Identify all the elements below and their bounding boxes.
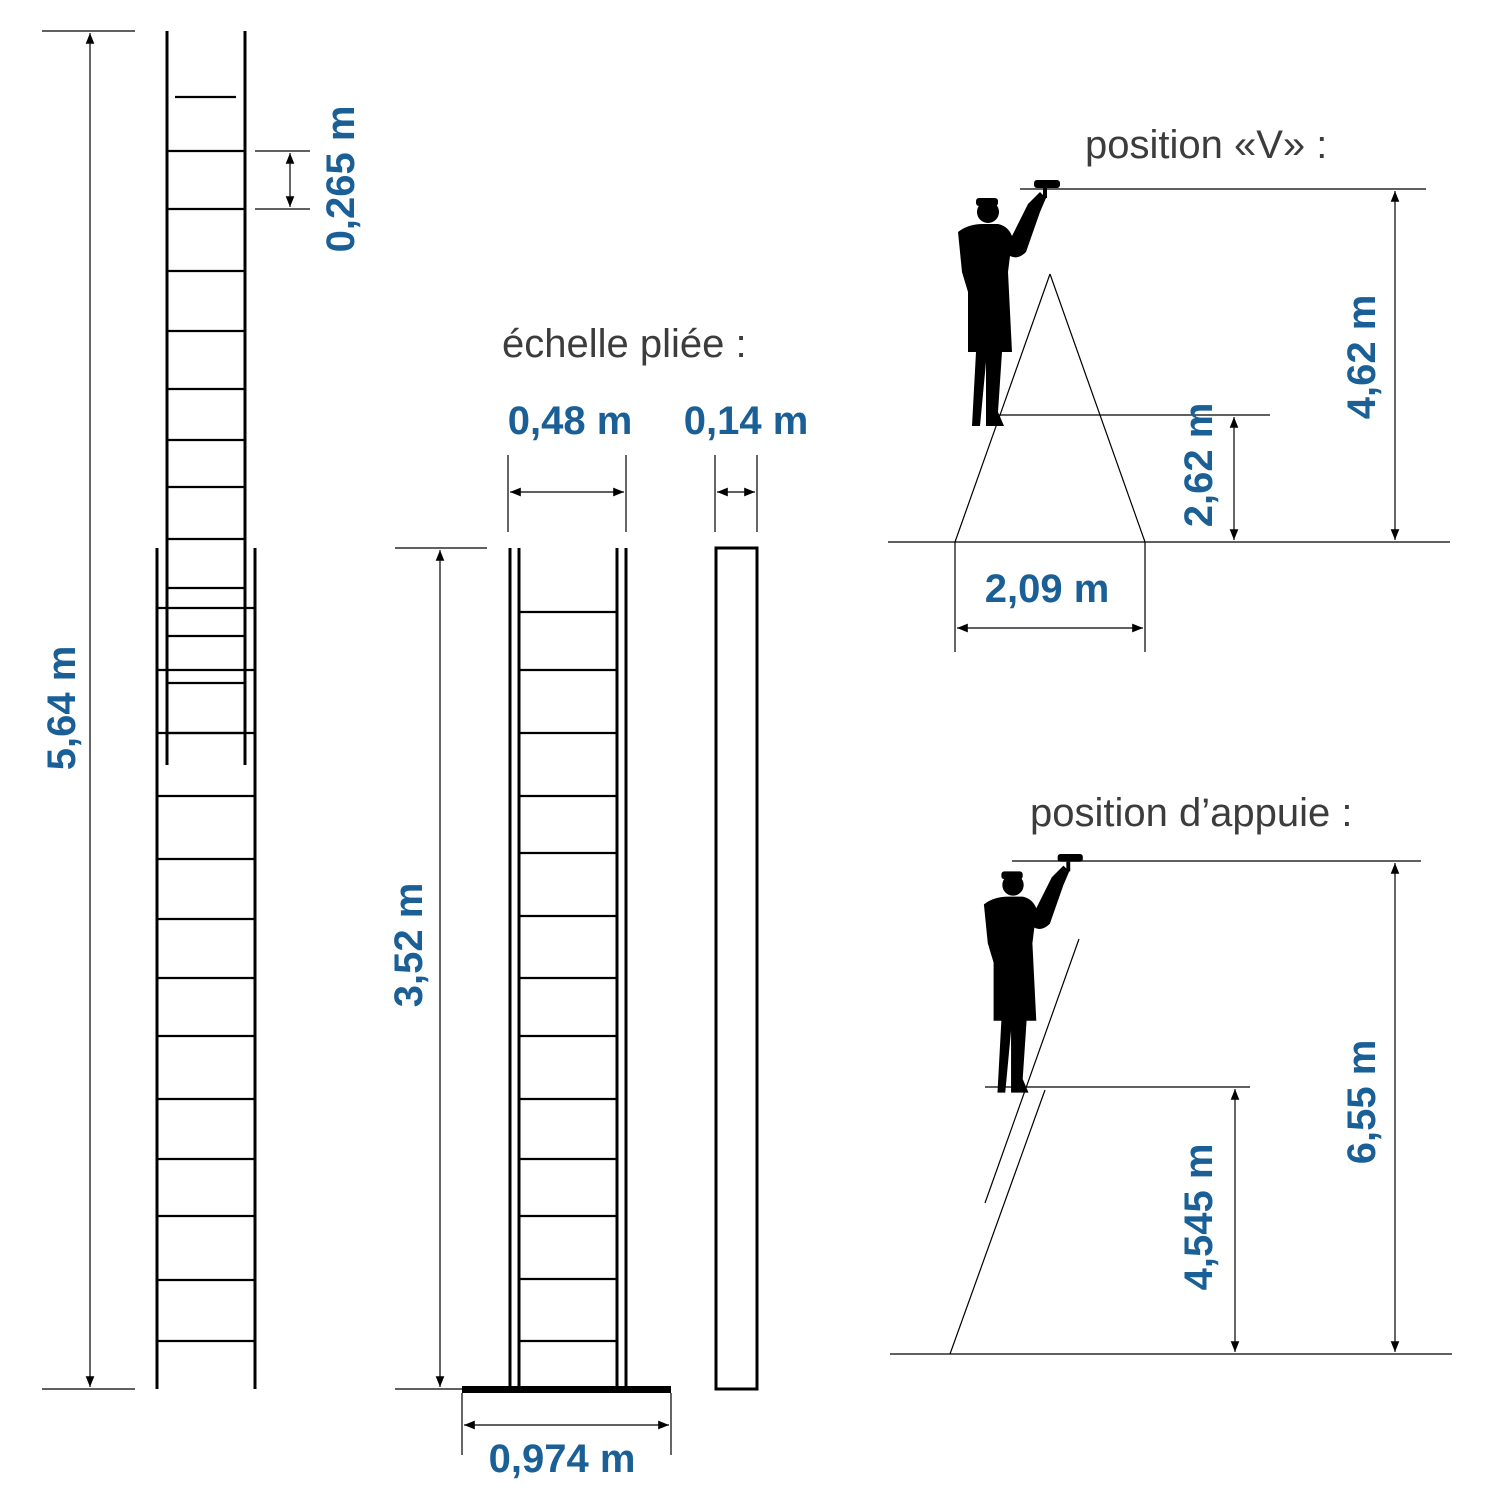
folded-height-label: 3,52 m [387, 883, 431, 1008]
v-footprint-label: 2,09 m [985, 567, 1110, 611]
leaning-standing-height-label: 4,545 m [1177, 1144, 1221, 1291]
base-width-label: 0,974 m [489, 1437, 636, 1481]
v-position: position «V» : 4,62 m 2,62 m 2,09 m [888, 123, 1450, 652]
folded-width-label: 0,48 m [508, 399, 633, 443]
leaning-caption: position d’appuie : [1030, 791, 1352, 835]
folded-depth-label: 0,14 m [684, 399, 809, 443]
rung-spacing-label: 0,265 m [319, 106, 363, 253]
v-standing-height-label: 2,62 m [1177, 403, 1221, 528]
v-working-height-label: 4,62 m [1340, 295, 1384, 420]
v-caption: position «V» : [1085, 123, 1327, 167]
extended-ladder: 5,64 m [40, 30, 363, 1390]
folded-ladder: échelle pliée : 0,48 m 0,14 m 3,52 m [387, 322, 808, 1481]
leaning-working-height-label: 6,55 m [1340, 1040, 1384, 1165]
total-height-label: 5,64 m [40, 646, 84, 771]
leaning-position: position d’appuie : 6,55 m 4,545 m [890, 791, 1452, 1355]
folded-caption: échelle pliée : [502, 322, 747, 366]
painter-silhouette [983, 853, 1083, 1093]
